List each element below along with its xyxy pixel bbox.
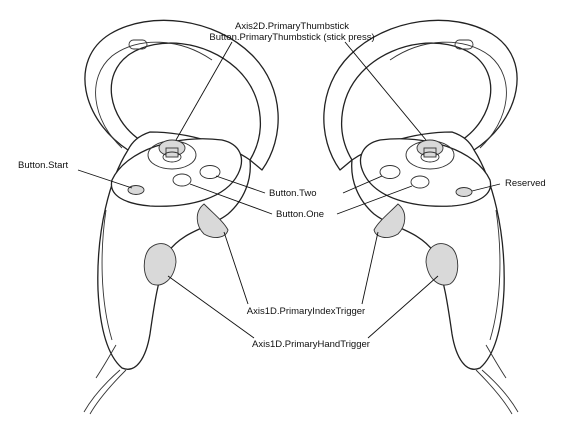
label-button-two: Button.Two <box>269 188 317 199</box>
right-lanyard <box>482 370 518 412</box>
left-lanyard <box>84 370 120 412</box>
leader-left-hand <box>168 276 254 338</box>
right-hand-trigger <box>426 244 458 285</box>
left-start-button <box>128 186 144 195</box>
label-button-one: Button.One <box>276 209 324 220</box>
leader-left-thumbstick <box>176 42 232 140</box>
right-reserved-button <box>456 188 472 197</box>
leader-left-index <box>224 232 248 304</box>
right-touch-controller-icon <box>324 20 518 414</box>
left-touch-controller-icon <box>84 20 278 414</box>
label-thumbstick-press: Button.PrimaryThumbstick (stick press) <box>209 32 374 43</box>
leader-right-thumbstick <box>345 42 426 140</box>
label-index-trigger: Axis1D.PrimaryIndexTrigger <box>247 306 365 317</box>
label-reserved: Reserved <box>505 178 546 189</box>
leader-right-hand <box>368 276 438 338</box>
label-thumbstick-axis: Axis2D.PrimaryThumbstick <box>235 21 349 32</box>
leader-right-index <box>362 232 378 304</box>
label-hand-trigger: Axis1D.PrimaryHandTrigger <box>252 339 370 350</box>
label-button-start: Button.Start <box>18 160 68 171</box>
